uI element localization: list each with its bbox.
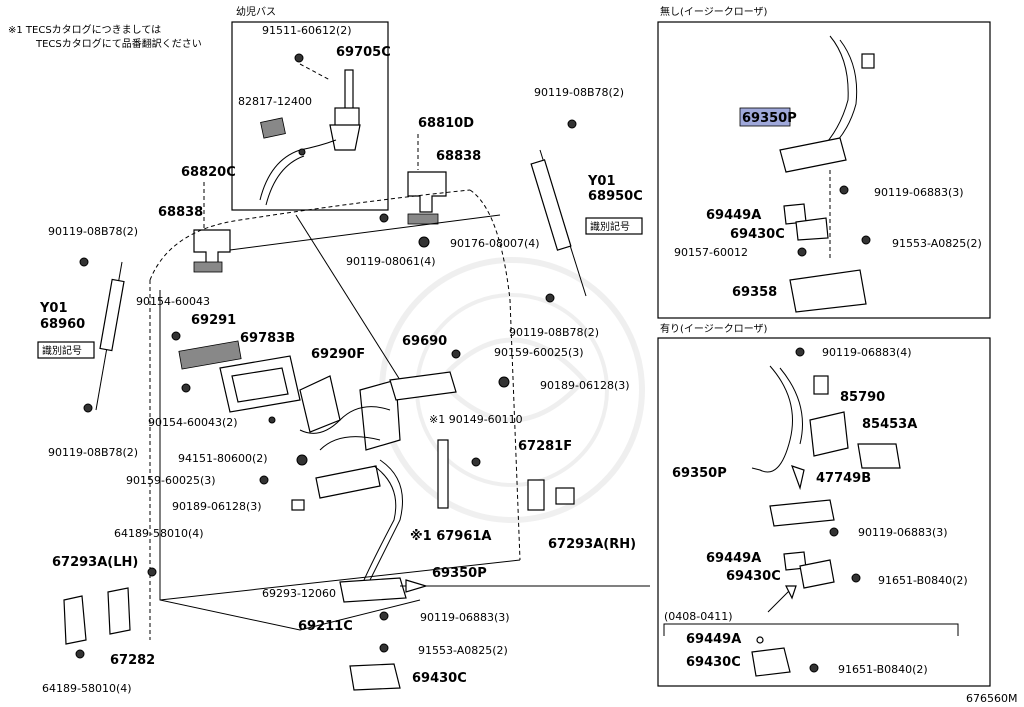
label-90119-08B78-a: 90119-08B78(2) — [48, 225, 138, 238]
label-67293A-RH: 67293A(RH) — [548, 537, 636, 552]
label-69291: 69291 — [191, 313, 236, 328]
label-90119-08B78-b: 90119-08B78(2) — [48, 446, 138, 459]
label-69293: 69293-12060 — [262, 587, 336, 600]
note-line-1: ※1 TECSカタログにつきましては — [8, 23, 161, 36]
child-bus-title: 幼児バス — [236, 5, 276, 18]
br-label-69350P: 69350P — [672, 466, 727, 481]
br-label-85790: 85790 — [840, 390, 885, 405]
label-Y01-a: Y01 — [587, 174, 616, 189]
tr-label-69350P: 69350P — [742, 111, 797, 126]
label-68820C: 68820C — [181, 165, 236, 180]
striker-rh — [527, 479, 575, 511]
br-label-69430C: 69430C — [726, 569, 781, 584]
label-67281F: 67281F — [518, 439, 572, 454]
br-date-bracket — [663, 623, 959, 636]
tr-label-90157: 90157-60012 — [674, 246, 748, 259]
br-label-90119-4: 90119-06883(4) — [822, 346, 912, 359]
br-label-91651-b: 91651-B0840(2) — [838, 663, 928, 676]
label-69290F: 69290F — [311, 347, 365, 362]
label-90119-06883-main: 90119-06883(3) — [420, 611, 510, 624]
label-68838-a: 68838 — [436, 149, 481, 164]
label-90154-a: 90154-60043 — [136, 295, 210, 308]
br-label-69449A: 69449A — [706, 551, 761, 566]
br-label-47749B: 47749B — [816, 471, 871, 486]
label-64189-b: 64189-58010(4) — [42, 682, 132, 695]
note-line-2: TECSカタログにて品番翻訳ください — [35, 37, 202, 50]
label-90119-08B78-d: 90119-08B78(2) — [509, 326, 599, 339]
highlight-69350P — [739, 107, 791, 127]
label-69211C: 69211C — [298, 619, 353, 634]
label-69690: 69690 — [402, 334, 447, 349]
label-68810D: 68810D — [418, 116, 474, 131]
label-90159-a: 90159-60025(3) — [494, 346, 584, 359]
id-mark-right: 識別記号 — [585, 217, 643, 235]
tr-cable-assembly — [779, 35, 875, 313]
without-closer-title: 無し(イージークローザ) — [660, 5, 768, 18]
label-90189-a: 90189-06128(3) — [540, 379, 630, 392]
door-outline — [149, 189, 521, 640]
label-69430C-main: 69430C — [412, 671, 467, 686]
outside-handle — [259, 454, 381, 511]
label-90189-b: 90189-06128(3) — [172, 500, 262, 513]
label-68950C: 68950C — [588, 189, 643, 204]
br-label-91651-a: 91651-B0840(2) — [878, 574, 968, 587]
without-closer-panel — [657, 21, 991, 319]
label-82817: 82817-12400 — [238, 95, 312, 108]
id-mark-left: 識別記号 — [37, 341, 95, 359]
tr-label-90119: 90119-06883(3) — [874, 186, 964, 199]
hinge-left — [193, 182, 231, 273]
br-latch-variant — [751, 636, 819, 677]
gas-strut-left — [79, 257, 125, 413]
label-94151: 94151-80600(2) — [178, 452, 268, 465]
id-mark-left-label: 識別記号 — [42, 344, 82, 357]
label-67293A-LH: 67293A(LH) — [52, 555, 138, 570]
gas-strut-right — [530, 119, 587, 303]
striker-lh — [63, 567, 157, 659]
label-90119-08061: 90119-08061(4) — [346, 255, 436, 268]
br-closer-assembly — [751, 347, 901, 613]
br-label-85453A: 85453A — [862, 417, 917, 432]
id-mark-right-label: 識別記号 — [590, 220, 630, 233]
lock-cylinder — [437, 439, 481, 509]
handle-garnish — [171, 331, 301, 413]
tr-label-69358: 69358 — [732, 285, 777, 300]
hinge-upper — [379, 134, 447, 248]
label-91511: 91511-60612(2) — [262, 24, 352, 37]
footer-code: 676560M — [966, 692, 1017, 705]
br-label-90119-3: 90119-06883(3) — [858, 526, 948, 539]
br-label-69449A-b: 69449A — [686, 632, 741, 647]
child-bus-parts — [259, 53, 361, 206]
label-90154-b: 90154-60043(2) — [148, 416, 238, 429]
label-67282: 67282 — [110, 653, 155, 668]
label-Y01-b: Y01 — [39, 301, 68, 316]
label-69350P-main: 69350P — [432, 566, 487, 581]
lock-assembly — [268, 349, 510, 451]
label-69783B: 69783B — [240, 331, 295, 346]
label-90119-08B78-c: 90119-08B78(2) — [534, 86, 624, 99]
lower-latch — [349, 611, 401, 691]
with-closer-panel — [657, 337, 991, 687]
closer-cable-main — [339, 459, 650, 603]
with-closer-title: 有り(イージークローザ) — [660, 322, 768, 335]
label-67961A: ※1 67961A — [410, 529, 492, 544]
tr-label-69449A: 69449A — [706, 208, 761, 223]
label-91553-main: 91553-A0825(2) — [418, 644, 508, 657]
label-90176: 90176-08007(4) — [450, 237, 540, 250]
br-label-69430C-b: 69430C — [686, 655, 741, 670]
label-68838-b: 68838 — [158, 205, 203, 220]
label-69705C: 69705C — [336, 45, 391, 60]
tr-label-69430C: 69430C — [730, 227, 785, 242]
tr-label-91553: 91553-A0825(2) — [892, 237, 982, 250]
br-date-range: (0408-0411) — [664, 610, 733, 623]
label-90149: ※1 90149-60110 — [429, 413, 523, 426]
label-68960: 68960 — [40, 317, 85, 332]
label-64189-a: 64189-58010(4) — [114, 527, 204, 540]
label-90159-b: 90159-60025(3) — [126, 474, 216, 487]
